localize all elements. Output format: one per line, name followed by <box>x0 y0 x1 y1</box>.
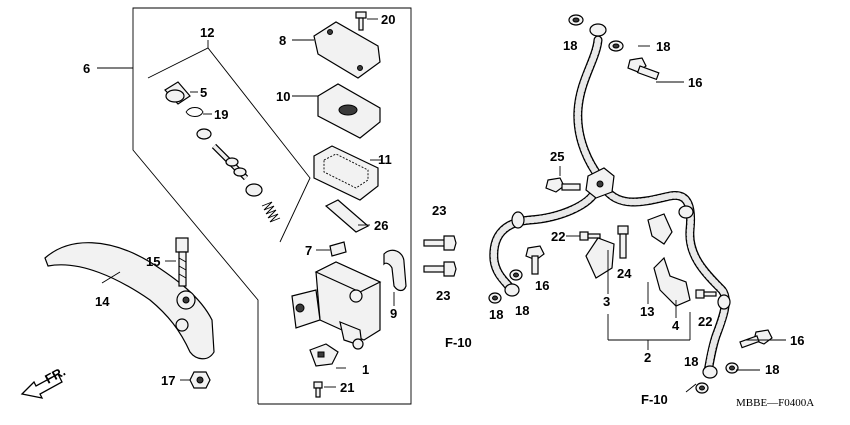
callout-16-top: 16 <box>688 75 702 90</box>
cap-screw-top <box>355 11 378 31</box>
callout-1: 1 <box>362 362 369 377</box>
bolt-24 <box>617 225 629 259</box>
hose-fittings <box>504 23 731 379</box>
callout-18-f: 18 <box>765 362 779 377</box>
front-direction-arrow <box>20 373 63 399</box>
brake-hose-right <box>601 185 730 377</box>
callout-26: 26 <box>374 218 388 233</box>
brake-hose-left <box>489 185 601 295</box>
callout-5: 5 <box>200 85 207 100</box>
brake-hose-upper <box>573 35 605 183</box>
callout-16-right: 16 <box>790 333 804 348</box>
callout-16-mid: 16 <box>535 278 549 293</box>
callout-8: 8 <box>279 33 286 48</box>
bracket-4 <box>653 256 691 307</box>
callout-7: 7 <box>305 243 312 258</box>
master-cylinder-body <box>291 261 382 350</box>
ref-label-f10-right: F-10 <box>641 392 668 407</box>
callout-4: 4 <box>672 318 680 333</box>
holder <box>383 249 407 306</box>
bolt-16-top <box>627 57 660 81</box>
callout-numbers: 1 2 3 4 5 6 7 8 9 10 11 12 13 14 15 16 1… <box>42 12 814 409</box>
callout-18-b: 18 <box>656 39 670 54</box>
callout-10: 10 <box>276 89 290 104</box>
callout-18-d: 18 <box>515 303 529 318</box>
callout-18-e: 18 <box>684 354 698 369</box>
callout-12: 12 <box>200 25 214 40</box>
callout-9: 9 <box>390 306 397 321</box>
reservoir-cap <box>292 21 381 79</box>
callout-24: 24 <box>617 266 632 281</box>
bolt-16-bottom <box>739 329 773 349</box>
callout-15: 15 <box>146 254 160 269</box>
callout-21: 21 <box>340 380 354 395</box>
master-cylinder-group-frame <box>97 7 412 405</box>
callout-23-top: 23 <box>432 203 446 218</box>
callout-18-a: 18 <box>563 38 577 53</box>
callout-11: 11 <box>378 152 392 167</box>
drawing-code: MBBE—F0400A <box>736 397 814 409</box>
pivot-nut <box>180 371 211 389</box>
diaphragm <box>313 145 382 201</box>
callout-20: 20 <box>381 12 395 27</box>
callout-23-bottom: 23 <box>436 288 450 303</box>
bolt-16-mid <box>525 245 545 275</box>
callout-19: 19 <box>214 107 228 122</box>
switch-screw <box>313 381 336 398</box>
clip <box>316 241 347 257</box>
bolt-upper-23 <box>423 235 457 251</box>
callout-13: 13 <box>640 304 654 319</box>
pivot-bolt <box>165 237 189 287</box>
callout-14: 14 <box>95 294 110 309</box>
brake-lever <box>44 242 215 360</box>
callout-17: 17 <box>161 373 175 388</box>
ref-label-f10-left: F-10 <box>445 335 472 350</box>
callout-brackets <box>559 45 786 393</box>
piston-kit-parts <box>164 81 281 223</box>
bolt-22-b <box>695 289 717 299</box>
diaphragm-plate-lower <box>324 199 370 233</box>
callout-22-a: 22 <box>551 229 565 244</box>
hose-clamp-bracket <box>585 213 673 279</box>
callout-6: 6 <box>83 61 90 76</box>
bolt-lower-23 <box>423 261 457 277</box>
bolt-22-a <box>579 231 601 241</box>
brake-switch <box>309 343 346 369</box>
callout-25: 25 <box>550 149 564 164</box>
callout-3: 3 <box>603 294 610 309</box>
bolt-25 <box>545 177 581 193</box>
callout-22-b: 22 <box>698 314 712 329</box>
piston-kit-frame <box>147 40 311 243</box>
three-way-joint <box>585 167 615 199</box>
diaphragm-plate <box>292 83 381 139</box>
sealing-washers <box>488 14 739 394</box>
callout-2: 2 <box>644 350 651 365</box>
callout-18-c: 18 <box>489 307 503 322</box>
